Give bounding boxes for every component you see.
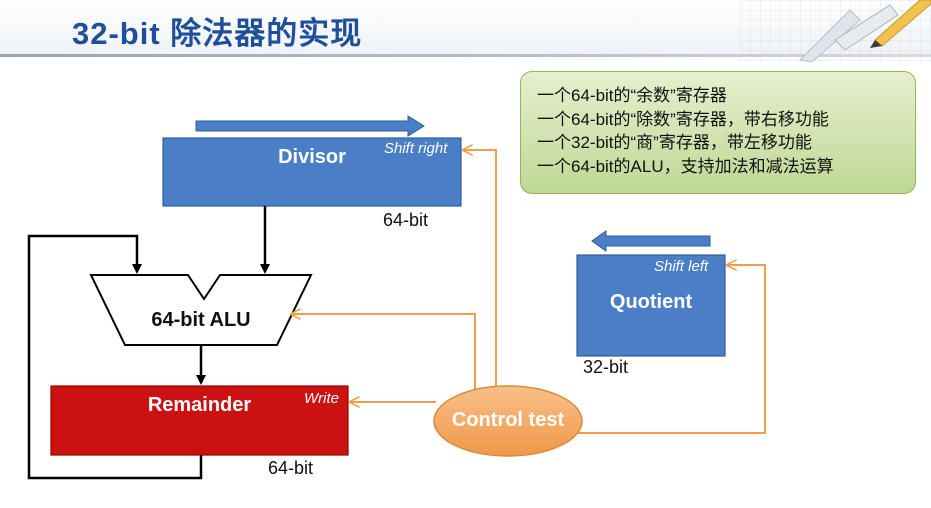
title-divider bbox=[0, 54, 931, 57]
divisor-shift-right-tag: Shift right bbox=[384, 140, 448, 157]
note-remainder-register: 一个64-bit的“余数”寄存器 bbox=[537, 86, 727, 105]
divisor-width-label: 64-bit bbox=[383, 210, 429, 230]
remainder-register bbox=[50, 385, 349, 456]
control-to-alu-wire bbox=[292, 314, 476, 390]
quotient-shift-left-tag: Shift left bbox=[654, 258, 709, 275]
control-test-unit bbox=[433, 385, 583, 457]
notes-box: 一个64-bit的“余数”寄存器 一个64-bit的“除数”寄存器，带右移功能 … bbox=[520, 71, 916, 194]
control-test-label: Control test bbox=[451, 409, 565, 431]
control-to-divisor-wire bbox=[464, 150, 497, 390]
remainder-width-label: 64-bit bbox=[268, 458, 314, 478]
shift-right-arrow-icon bbox=[195, 115, 425, 137]
alu-block bbox=[89, 274, 313, 346]
remainder-write-tag: Write bbox=[304, 390, 339, 407]
note-quotient-register: 一个32-bit的“商”寄存器，带左移功能 bbox=[537, 133, 812, 152]
control-to-quotient-wire bbox=[578, 265, 766, 434]
shift-left-arrow-icon bbox=[591, 230, 711, 252]
quotient-width-label: 32-bit bbox=[583, 357, 629, 377]
drafting-decoration-icon bbox=[740, 0, 931, 62]
remainder-feedback-wire bbox=[27, 234, 203, 480]
slide-title: 32-bit 除法器的实现 bbox=[72, 16, 363, 51]
divisor-register bbox=[162, 137, 462, 207]
note-divisor-register: 一个64-bit的“除数”寄存器，带右移功能 bbox=[537, 109, 829, 129]
remainder-label: Remainder bbox=[147, 394, 252, 416]
alu-label: 64-bit ALU bbox=[151, 309, 251, 331]
quotient-label: Quotient bbox=[609, 291, 693, 313]
note-alu: 一个64-bit的ALU，支持加法和减法运算 bbox=[537, 156, 834, 176]
divisor-label: Divisor bbox=[278, 146, 346, 168]
quotient-register bbox=[576, 254, 726, 357]
